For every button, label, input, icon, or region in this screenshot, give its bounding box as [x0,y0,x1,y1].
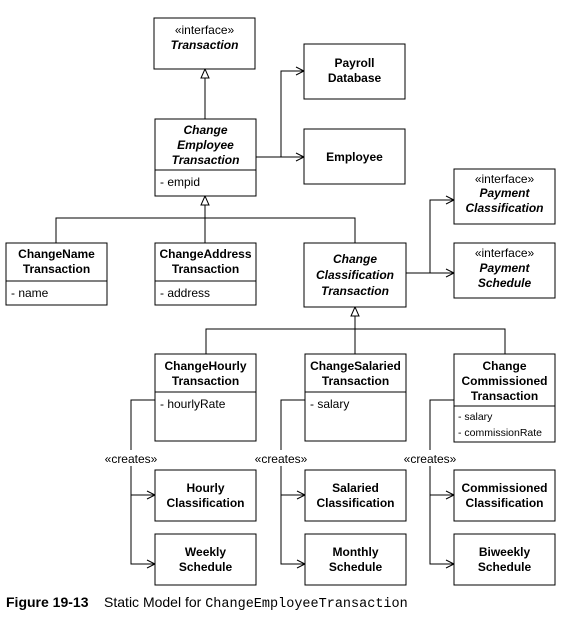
stereotype-label: «interface» [475,172,535,186]
caption-text: Static Model for [104,594,202,610]
class-commissioned-classification: Commissioned Classification [453,469,556,522]
class-name-line-3: Transaction [471,389,538,403]
class-name-line-1: Weekly [185,545,226,559]
class-change-commissioned-transaction: Change Commissioned Transaction - salary… [453,353,556,443]
creates-hourly [130,399,155,565]
creates-label-bg-1 [97,450,165,466]
class-name-line-1: Hourly [186,481,224,495]
class-name-line-1: Monthly [333,545,379,559]
class-name-line-1: Payroll [334,56,374,70]
class-name-line-2: Schedule [329,560,383,574]
generalization-head-changeemployee [200,194,210,206]
class-name-line-2: Transaction [172,374,239,388]
class-name-line-1: ChangeSalaried [310,359,401,373]
creates-label-salaried: «creates» [255,452,308,466]
creates-labels: «creates» «creates» «creates» [97,450,464,466]
class-name-line-3: Transaction [321,284,389,298]
class-name-line-2: Classification [166,496,244,510]
class-payroll-database: Payroll Database [303,43,406,100]
class-name-line-1: Change [183,123,227,137]
class-employee: Employee [303,128,406,185]
class-monthly-schedule: Monthly Schedule [304,533,407,586]
attribute-commission-rate: - commissionRate [458,427,542,439]
class-changesalaried-transaction: ChangeSalaried Transaction - salary [304,353,407,442]
class-payment-schedule: «interface» Payment Schedule [453,242,556,299]
class-hourly-classification: Hourly Classification [154,469,257,522]
class-name-line-2: Commissioned [461,374,547,388]
generalization-head-transaction [200,67,210,79]
class-changehourly-transaction: ChangeHourly Transaction - hourlyRate [154,353,257,442]
class-name-line-1: Biweekly [479,545,531,559]
generalization-tree-changeclassification [205,316,506,354]
association-payrolldatabase [256,70,304,158]
class-name-line-2: Classification [465,496,543,510]
class-name-line-2: Classification [465,201,543,215]
stereotype-label: «interface» [175,23,235,37]
attribute-salary: - salary [458,411,493,423]
class-name-line-2: Transaction [322,374,389,388]
figure-number: Figure 19-13 [6,594,89,610]
uml-class-diagram: «creates» «creates» «creates» «interface… [5,17,556,586]
class-biweekly-schedule: Biweekly Schedule [453,533,556,586]
class-changeaddress-transaction: ChangeAddress Transaction - address [154,242,257,306]
class-name-line-1: ChangeName [18,247,95,261]
class-name-line-1: Payment [479,186,530,200]
generalization-head-changeclassification [350,305,360,317]
class-weekly-schedule: Weekly Schedule [154,533,257,586]
creates-label-hourly: «creates» [105,452,158,466]
creates-commissioned [429,399,454,565]
attribute: - empid [160,175,200,189]
class-name-line-2: Employee [177,138,234,152]
class-name-line-1: Payment [479,261,530,275]
class-transaction: «interface» Transaction [153,17,256,70]
class-name-line-2: Database [328,71,382,85]
class-change-employee-transaction: Change Employee Transaction - empid [154,118,257,197]
class-name-line-2: Transaction [23,262,90,276]
class-payment-classification: «interface» Payment Classification [453,168,556,225]
creates-label-bg-2 [247,450,315,466]
figure-caption: Figure 19-13 Static Model for ChangeEmpl… [6,594,408,612]
class-name-line-1: Change [482,359,526,373]
class-name-line-1: Change [333,252,377,266]
class-name-line-2: Transaction [172,262,239,276]
class-name-line-2: Schedule [478,276,532,290]
connectors [55,66,506,569]
class-name-line-2: Schedule [179,560,233,574]
class-name-line-3: Transaction [172,153,240,167]
class-name-line-1: Salaried [332,481,379,495]
class-name-line-1: ChangeHourly [164,359,246,373]
class-name: Transaction [171,38,239,52]
association-paymentclassification [406,199,454,274]
creates-label-bg-3 [396,450,464,466]
class-name-line-2: Schedule [478,560,532,574]
class-salaried-classification: Salaried Classification [304,469,407,522]
attribute: - salary [310,397,349,411]
generalization-tree-changeemployee [55,205,356,243]
attribute: - address [160,286,210,300]
attribute: - name [11,286,49,300]
creates-label-commissioned: «creates» [404,452,457,466]
class-name-line-2: Classification [316,496,394,510]
class-name-line-2: Classification [316,268,394,282]
caption-code: ChangeEmployeeTransaction [205,597,408,612]
stereotype-label: «interface» [475,246,535,260]
class-name-line-1: ChangeAddress [159,247,251,261]
creates-salaried [280,399,305,565]
attribute: - hourlyRate [160,397,226,411]
class-name-line-1: Commissioned [461,481,547,495]
class-changename-transaction: ChangeName Transaction - name [5,242,108,306]
class-name: Employee [326,150,383,164]
class-change-classification-transaction: Change Classification Transaction [303,242,407,308]
